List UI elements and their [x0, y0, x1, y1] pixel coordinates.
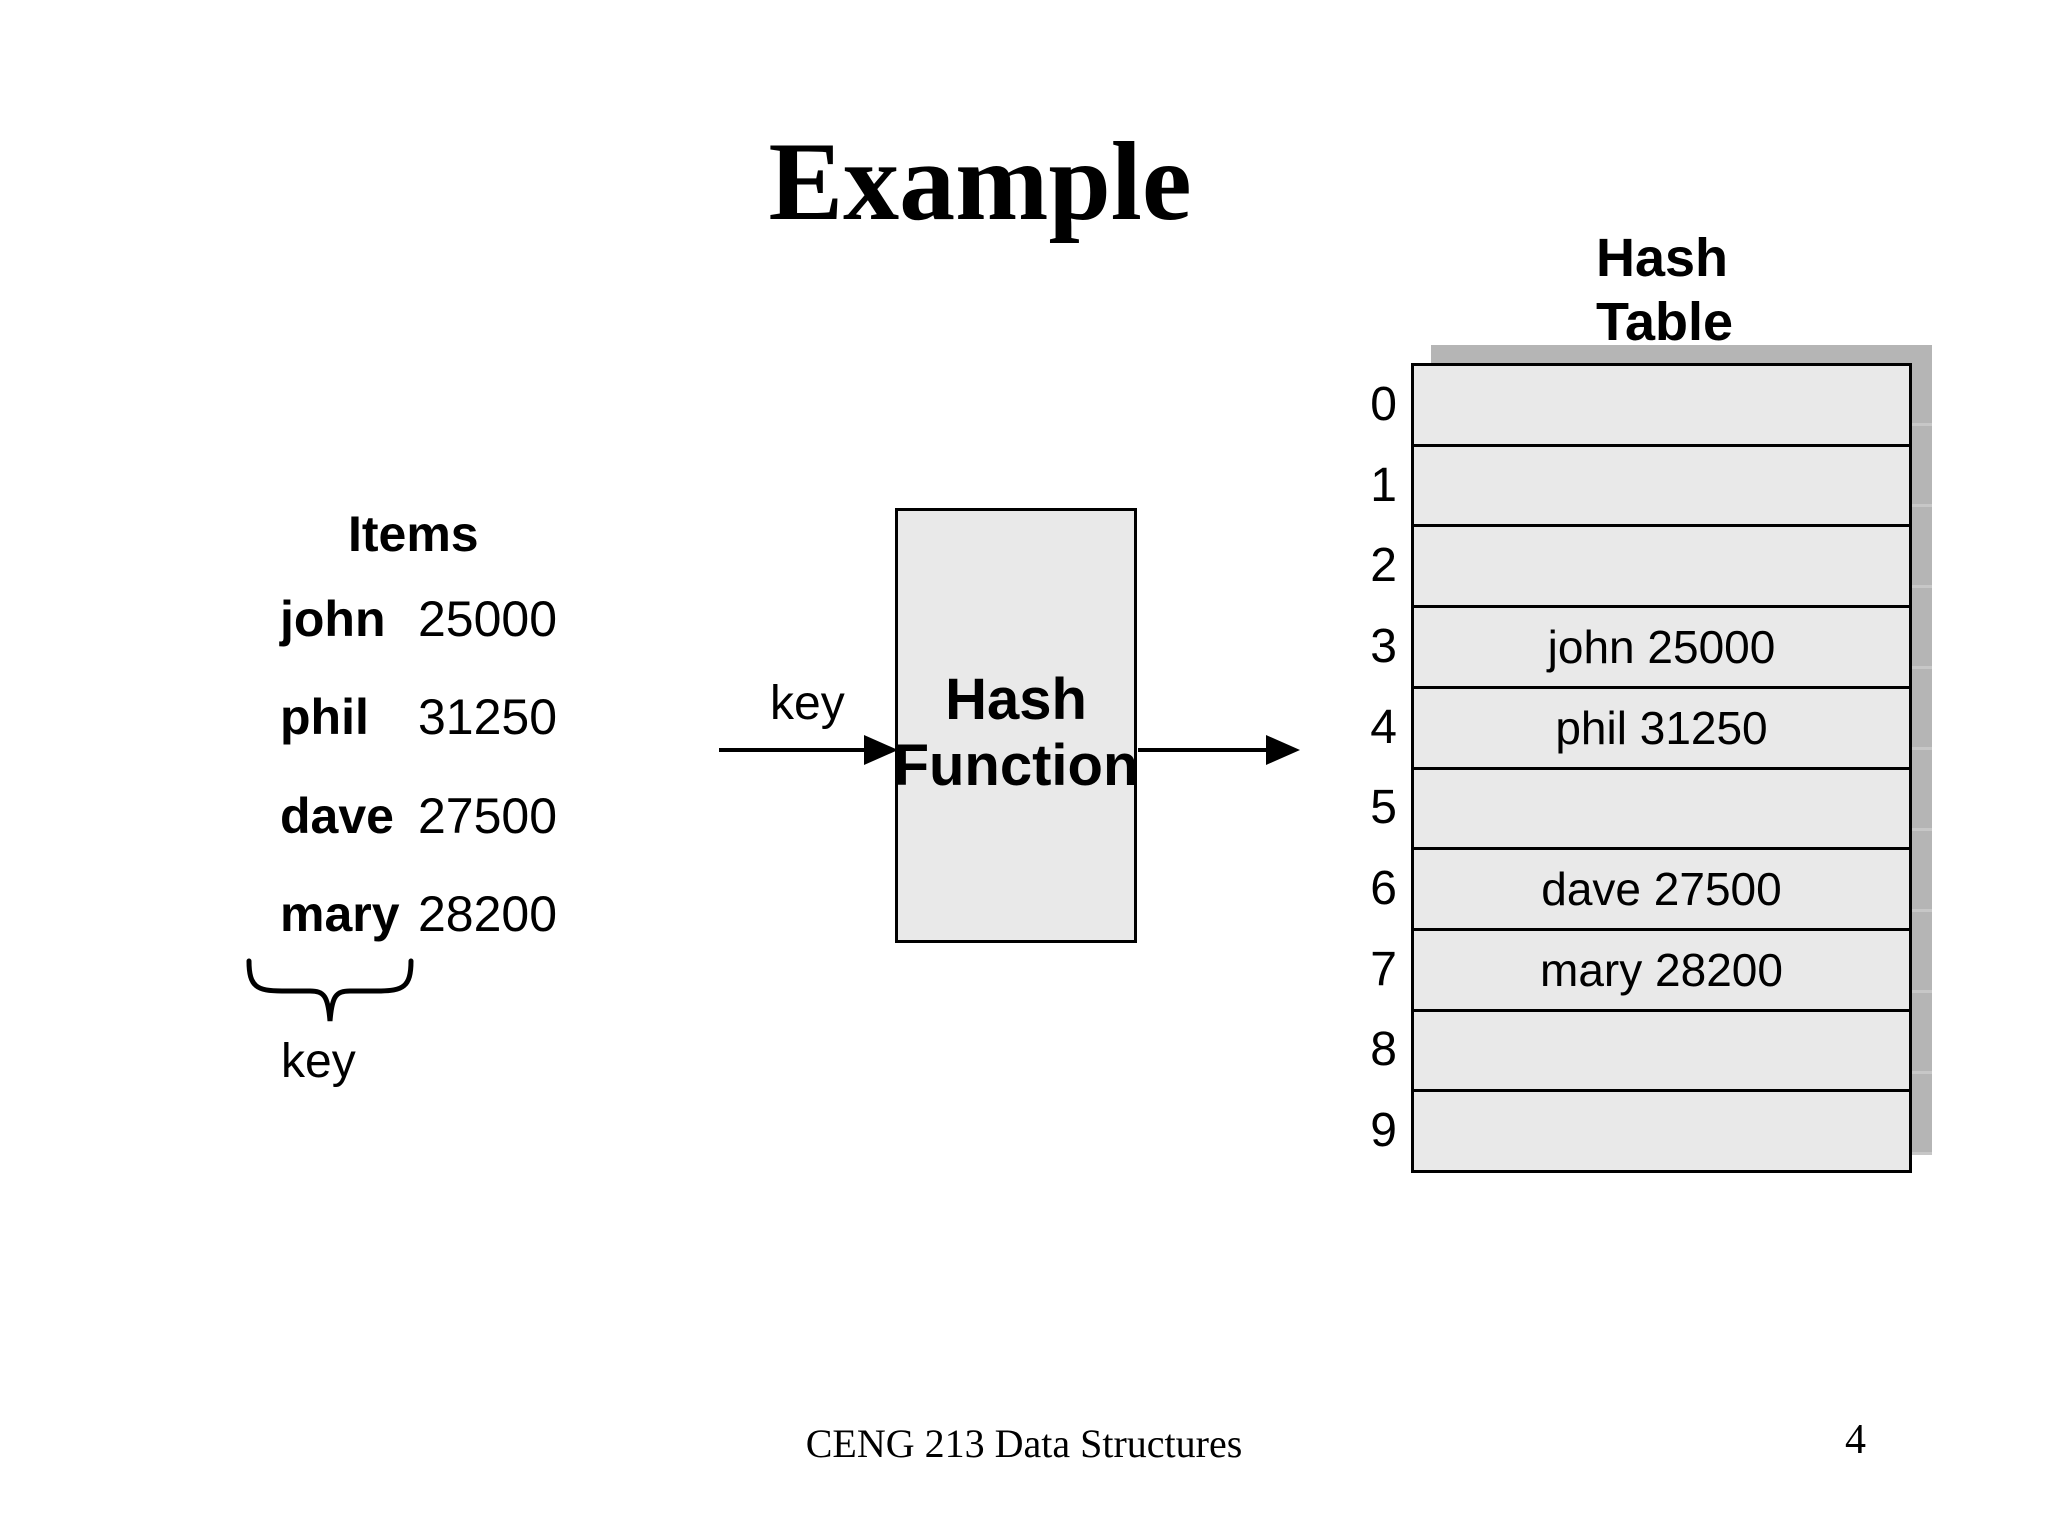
row-value: dave 27500 — [1541, 863, 1782, 916]
item-name: phil — [280, 689, 369, 745]
row-index: 6 — [1370, 862, 1397, 916]
page-number: 4 — [1845, 1417, 1866, 1463]
table-row: 2 — [1370, 527, 1909, 609]
row-value: phil 31250 — [1555, 701, 1768, 754]
table-row: 3 john 25000 — [1370, 608, 1909, 689]
items-heading: Items — [348, 506, 479, 562]
item-value: 25000 — [418, 591, 558, 647]
list-item: mary 28200 — [280, 885, 620, 943]
key-underbrace-icon — [246, 958, 414, 1022]
table-row: 7 mary 28200 — [1370, 931, 1909, 1012]
key-input-label: key — [770, 677, 845, 730]
hash-function-label-line1: Hash — [945, 666, 1087, 732]
hash-table-heading: Hash Table — [1596, 226, 1733, 354]
row-index: 8 — [1370, 1023, 1397, 1077]
row-index: 2 — [1370, 539, 1397, 593]
hash-table: 0 1 2 3 john 25000 4 phil 31250 5 6 dave… — [1370, 363, 1912, 1173]
hash-function-label-line2: Function — [893, 732, 1139, 798]
row-index: 7 — [1370, 942, 1397, 996]
hash-function-box: Hash Function — [893, 508, 1139, 943]
item-value: 27500 — [418, 788, 558, 844]
item-value: 31250 — [418, 689, 558, 745]
row-value: mary 28200 — [1540, 943, 1783, 996]
hash-table-heading-line2: Table — [1596, 292, 1734, 352]
row-index: 5 — [1370, 781, 1397, 835]
slide-title: Example — [768, 120, 1192, 244]
row-index: 9 — [1370, 1104, 1397, 1158]
table-row: 0 — [1370, 366, 1909, 447]
list-item: phil 31250 — [280, 688, 620, 746]
key-input-arrow-icon — [719, 735, 898, 765]
table-row: 9 — [1370, 1092, 1909, 1170]
row-index: 3 — [1370, 619, 1397, 673]
table-row: 5 — [1370, 770, 1909, 851]
hash-output-arrow-icon — [1138, 735, 1300, 765]
list-item: dave 27500 — [280, 787, 620, 845]
table-row: 1 — [1370, 447, 1909, 528]
table-row: 6 dave 27500 — [1370, 850, 1909, 931]
list-item: john 25000 — [280, 590, 620, 648]
key-label: key — [281, 1035, 356, 1088]
row-index: 1 — [1370, 458, 1397, 512]
footer-course-text: CENG 213 Data Structures — [805, 1421, 1243, 1466]
row-index: 4 — [1370, 700, 1397, 754]
hash-table-heading-line1: Hash — [1596, 228, 1729, 288]
row-value: john 25000 — [1547, 620, 1776, 673]
table-row: 4 phil 31250 — [1370, 689, 1909, 770]
item-name: john — [280, 591, 386, 647]
item-value: 28200 — [418, 886, 558, 942]
item-name: mary — [280, 886, 400, 942]
table-row: 8 — [1370, 1012, 1909, 1093]
item-name: dave — [280, 788, 394, 844]
row-index: 0 — [1370, 377, 1397, 431]
